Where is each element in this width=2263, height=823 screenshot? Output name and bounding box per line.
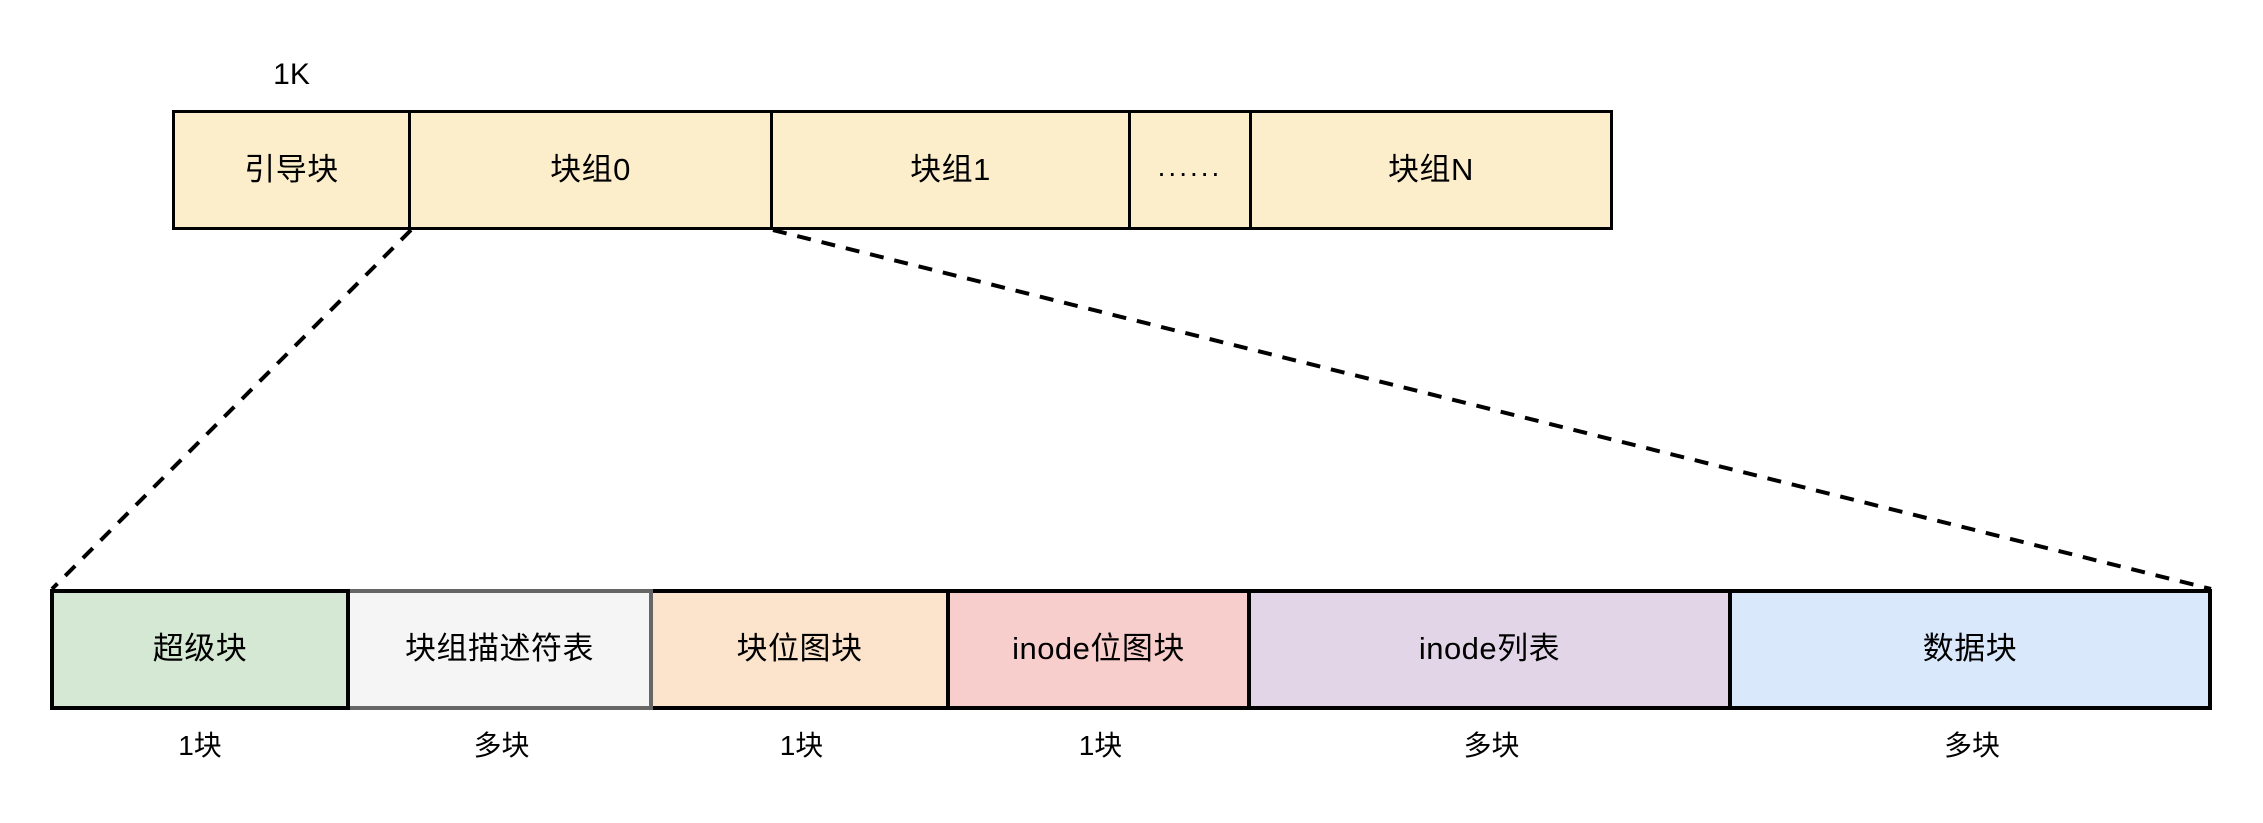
disk-cell-0: 引导块 xyxy=(172,110,411,230)
block-group-cell-2: 块位图块 xyxy=(653,589,950,710)
block-group-span-caption-1: 多块 xyxy=(473,730,530,761)
block-group-cell-label: inode位图块 xyxy=(1012,631,1185,667)
block-group-cell-5: 数据块 xyxy=(1732,589,2212,710)
disk-cell-4: 块组N xyxy=(1252,110,1613,230)
disk-cell-label: 块组0 xyxy=(550,151,631,187)
block-group-cell-3: inode位图块 xyxy=(950,589,1251,710)
block-group-cell-label: 块组描述符表 xyxy=(405,631,594,667)
right-expand-line xyxy=(772,228,2212,591)
block-group-cell-1: 块组描述符表 xyxy=(350,589,653,710)
disk-cell-label: 块组1 xyxy=(910,151,991,187)
block-group-cell-0: 超级块 xyxy=(50,589,350,710)
block-group-span-caption-5: 多块 xyxy=(1943,730,2000,761)
disk-cell-3: ...... xyxy=(1131,110,1252,230)
block-group-cell-label: 块位图块 xyxy=(736,631,863,667)
disk-cell-label: 块组N xyxy=(1388,151,1474,187)
block-group-span-caption-3: 1块 xyxy=(1078,730,1123,761)
disk-cell-2: 块组1 xyxy=(773,110,1131,230)
block-group-span-caption-2: 1块 xyxy=(779,730,824,761)
block-group-cell-label: 超级块 xyxy=(152,631,248,667)
left-expand-line xyxy=(50,228,413,591)
block-group-cell-4: inode列表 xyxy=(1251,589,1732,710)
block-group-cell-label: inode列表 xyxy=(1418,631,1561,667)
boot-block-size-caption: 1K xyxy=(273,58,310,91)
block-group-span-caption-4: 多块 xyxy=(1463,730,1520,761)
disk-cell-label: 引导块 xyxy=(244,151,339,187)
block-group-cell-label: 数据块 xyxy=(1922,631,2018,667)
disk-cell-label: ...... xyxy=(1157,150,1223,182)
disk-cell-1: 块组0 xyxy=(411,110,773,230)
block-group-span-caption-0: 1块 xyxy=(178,730,222,761)
